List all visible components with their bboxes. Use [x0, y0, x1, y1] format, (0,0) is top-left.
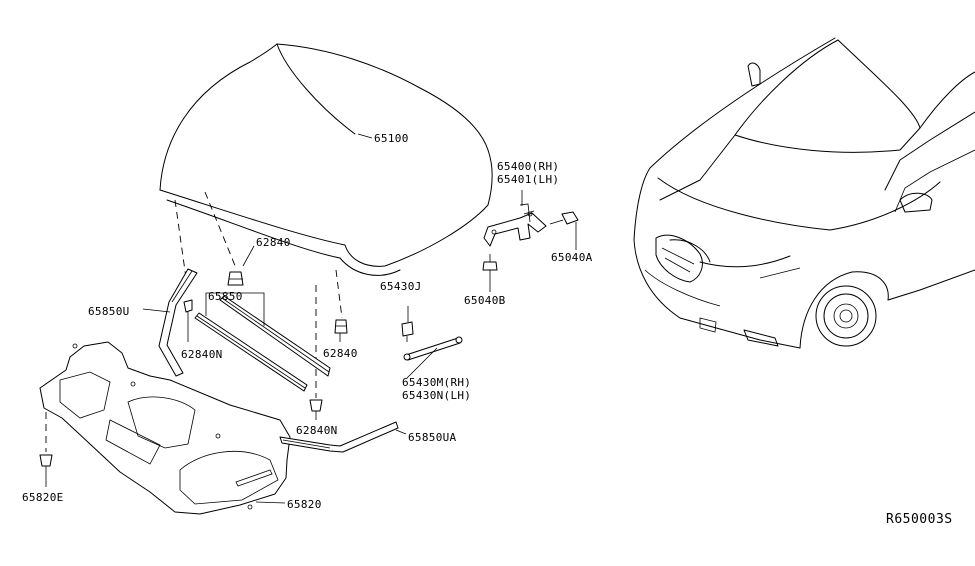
label-65040b: 65040B — [464, 294, 506, 307]
leader-hood — [357, 133, 373, 139]
label-65400-rh: 65400(RH) — [497, 160, 559, 173]
label-62840-mid: 62840 — [323, 347, 358, 360]
label-65040a: 65040A — [551, 251, 593, 264]
label-65850u: 65850U — [88, 305, 130, 318]
bolt-65040a — [549, 211, 579, 225]
label-65401-lh: 65401(LH) — [497, 173, 559, 186]
leader-65820 — [255, 501, 286, 504]
hood-stay-65430 — [403, 336, 463, 361]
seal-65850ua — [279, 421, 399, 453]
label-65100: 65100 — [374, 132, 409, 145]
label-65430j: 65430J — [380, 280, 422, 293]
dash-2 — [204, 191, 237, 269]
label-65430m-rh: 65430M(RH) — [402, 376, 471, 389]
label-65820: 65820 — [287, 498, 322, 511]
leader-65850ua — [395, 429, 407, 435]
diagram-code: R650003S — [886, 512, 953, 527]
seal-65850u — [158, 268, 198, 377]
dash-1 — [174, 199, 187, 279]
label-65430n-lh: 65430N(LH) — [402, 389, 471, 402]
leader-65430 — [406, 347, 438, 379]
leader-62840-top — [242, 245, 255, 267]
clip-62840n-left — [183, 299, 193, 313]
hood-hinge — [483, 203, 547, 247]
label-65850ua: 65850UA — [408, 431, 457, 444]
label-65820e: 65820E — [22, 491, 64, 504]
hood-insulator-65820 — [39, 341, 291, 515]
label-65850: 65850 — [208, 290, 243, 303]
clip-62840n-bottom — [309, 399, 323, 412]
label-62840n-bottom: 62840N — [296, 424, 338, 437]
hood-stay-clip-65430j — [401, 321, 414, 342]
bumper-62840-mid — [334, 319, 348, 334]
bumper-62840-top — [227, 271, 244, 286]
bracket-65850 — [205, 292, 265, 298]
leader-65850u — [142, 308, 171, 313]
seal-65850 — [194, 295, 331, 392]
dash-3 — [335, 269, 343, 319]
label-62840n-left: 62840N — [181, 348, 223, 361]
label-62840-top: 62840 — [256, 236, 291, 249]
vehicle-front-view — [633, 37, 975, 349]
clip-65820e — [39, 454, 53, 467]
hood-panel — [159, 43, 493, 276]
nut-65040b — [482, 254, 498, 271]
